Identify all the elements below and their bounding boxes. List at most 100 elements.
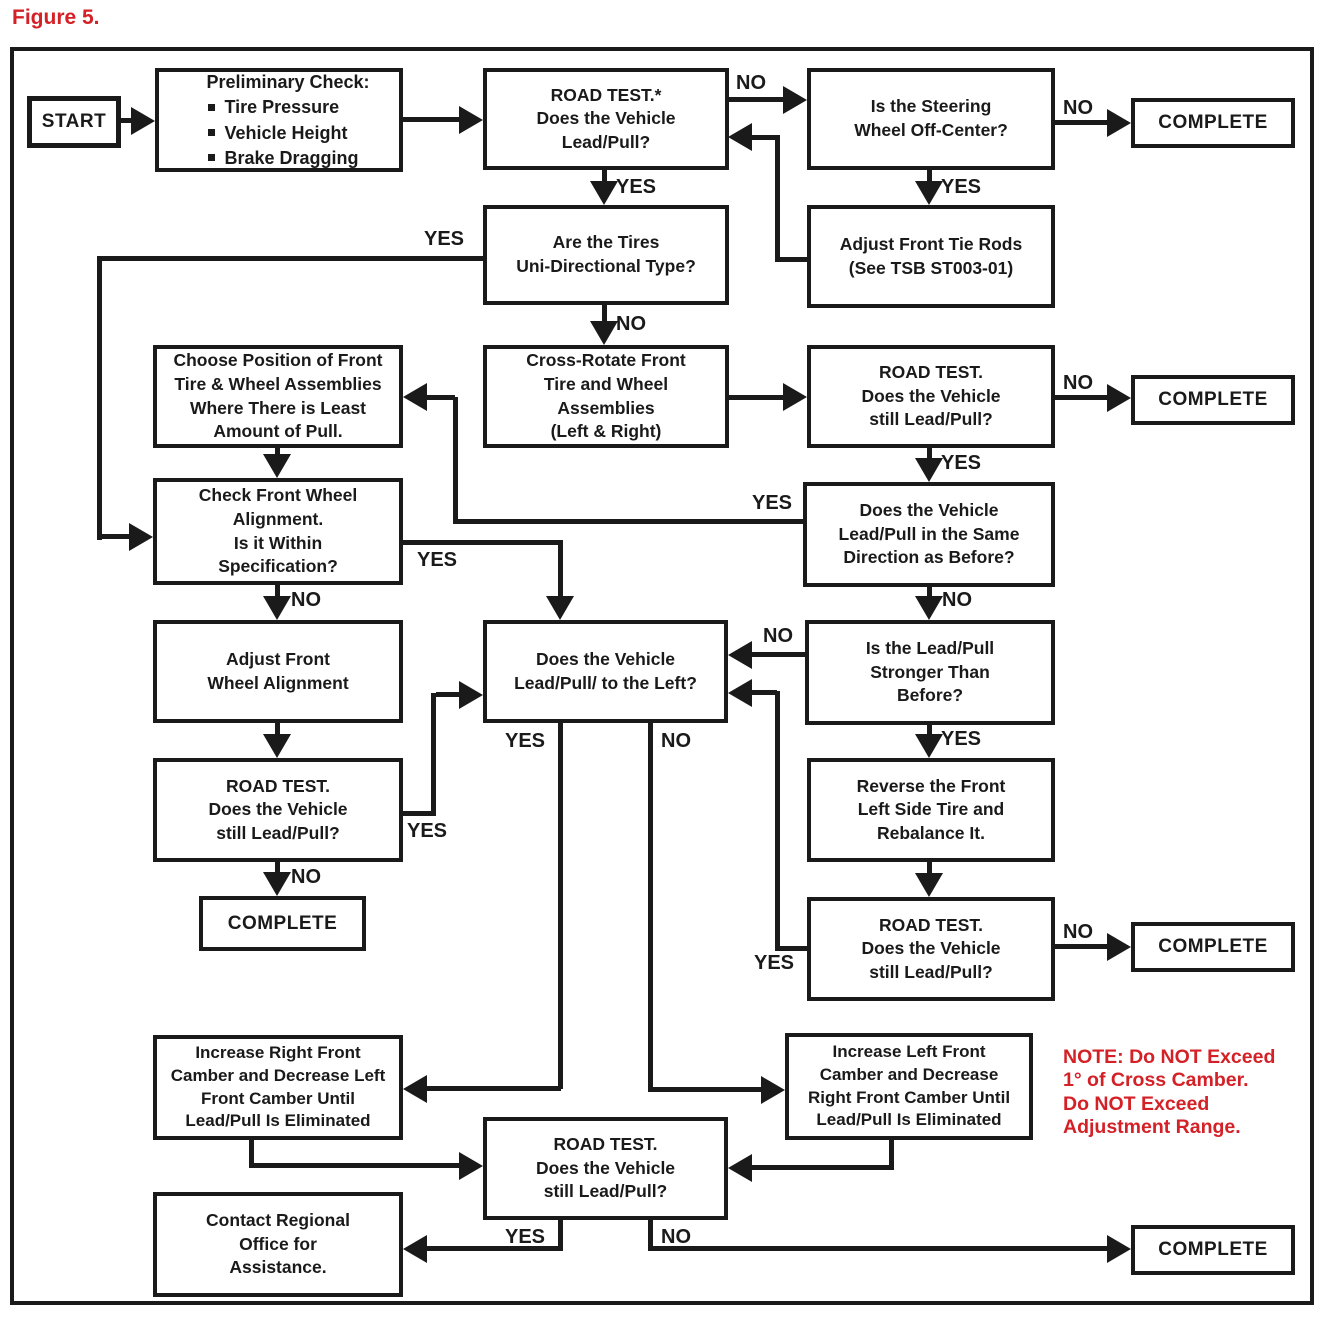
arrowhead-down	[263, 872, 291, 896]
connector-line	[775, 135, 780, 262]
connector-line	[455, 519, 805, 524]
connector-line	[249, 1140, 254, 1168]
connector-line	[436, 692, 461, 697]
edge-label-yes: YES	[616, 176, 657, 198]
preliminary-item-label: Brake Dragging	[224, 147, 359, 168]
camber-warning-note: NOTE: Do NOT Exceed 1° of Cross Camber. …	[1063, 1046, 1276, 1139]
node-increase-left-camber: Increase Left Front Camber and Decrease …	[785, 1033, 1033, 1140]
bullet-icon	[208, 154, 216, 162]
connector-line	[927, 587, 932, 600]
arrowhead-down	[590, 181, 618, 205]
connector-line	[121, 118, 135, 123]
preliminary-check-item: Tire Pressure	[206, 95, 369, 119]
connector-line	[403, 540, 563, 545]
node-adjust-alignment: Adjust Front Wheel Alignment	[153, 620, 403, 723]
connector-line	[927, 448, 932, 462]
edge-label-no: NO	[1063, 372, 1093, 394]
node-complete-1: COMPLETE	[1131, 98, 1295, 148]
node-complete-4: COMPLETE	[1131, 922, 1295, 972]
preliminary-item-label: Tire Pressure	[224, 97, 340, 118]
node-cross-rotate: Cross-Rotate Front Tire and Wheel Assemb…	[483, 345, 729, 448]
connector-line	[453, 397, 458, 524]
node-road-test-after-rotate: ROAD TEST. Does the Vehicle still Lead/P…	[807, 345, 1055, 448]
connector-line	[648, 1246, 1109, 1251]
edge-label-yes: YES	[754, 952, 795, 974]
node-road-test-after-reverse: ROAD TEST. Does the Vehicle still Lead/P…	[807, 897, 1055, 1001]
connector-line	[558, 542, 563, 600]
connector-line	[431, 693, 436, 816]
connector-line	[1055, 120, 1109, 125]
connector-line	[752, 1165, 894, 1170]
connector-line	[1055, 395, 1109, 400]
arrowhead-down	[546, 596, 574, 620]
edge-label-yes: YES	[941, 728, 982, 750]
preliminary-check-item: Brake Dragging	[206, 146, 369, 170]
arrowhead-down	[263, 454, 291, 478]
node-contact-regional: Contact Regional Office for Assistance.	[153, 1192, 403, 1297]
node-stronger-than-before: Is the Lead/Pull Stronger Than Before?	[805, 620, 1055, 725]
edge-label-yes: YES	[407, 820, 448, 842]
connector-line	[927, 862, 932, 877]
arrowhead-down	[590, 321, 618, 345]
connector-line	[927, 725, 932, 738]
edge-label-no: NO	[291, 866, 321, 888]
connector-line	[99, 534, 133, 539]
arrowhead-down	[915, 734, 943, 758]
edge-label-yes: YES	[424, 228, 465, 250]
edge-label-no: NO	[1063, 921, 1093, 943]
connector-line	[275, 585, 280, 599]
connector-line	[648, 1087, 765, 1092]
diagram-border	[10, 47, 1314, 1305]
connector-line	[1055, 944, 1109, 949]
arrowhead-right	[783, 86, 807, 114]
arrowhead-left	[728, 679, 752, 707]
connector-line	[648, 1220, 653, 1251]
connector-line	[777, 946, 807, 951]
node-same-direction: Does the Vehicle Lead/Pull in the Same D…	[803, 482, 1055, 587]
arrowhead-down	[915, 458, 943, 482]
preliminary-check-item: Vehicle Height	[206, 121, 369, 145]
preliminary-check-content: Preliminary Check: Tire Pressure Vehicle…	[188, 70, 369, 170]
arrowhead-down	[915, 873, 943, 897]
connector-line	[728, 395, 785, 400]
preliminary-check-title: Preliminary Check:	[206, 71, 370, 92]
connector-line	[775, 691, 780, 951]
connector-line	[558, 723, 563, 1089]
edge-label-no: NO	[616, 313, 646, 335]
arrowhead-right	[783, 383, 807, 411]
connector-line	[752, 652, 805, 657]
edge-label-no: NO	[736, 72, 766, 94]
arrowhead-left	[728, 641, 752, 669]
node-road-test-initial: ROAD TEST.* Does the Vehicle Lead/Pull?	[483, 68, 729, 170]
edge-label-no: NO	[942, 589, 972, 611]
connector-line	[889, 1140, 894, 1170]
connector-line	[403, 117, 461, 122]
edge-label-yes: YES	[505, 1226, 546, 1248]
node-road-test-camber: ROAD TEST. Does the Vehicle still Lead/P…	[483, 1117, 728, 1220]
edge-label-no: NO	[661, 730, 691, 752]
arrowhead-left	[403, 1235, 427, 1263]
arrowhead-right	[459, 106, 483, 134]
arrowhead-right	[1107, 933, 1131, 961]
edge-label-yes: YES	[941, 176, 982, 198]
arrowhead-right	[459, 1152, 483, 1180]
connector-line	[99, 256, 485, 261]
connector-line	[752, 690, 777, 695]
node-lead-pull-left: Does the Vehicle Lead/Pull/ to the Left?	[483, 620, 728, 723]
edge-label-no: NO	[1063, 97, 1093, 119]
arrowhead-right	[761, 1076, 785, 1104]
connector-line	[97, 256, 102, 540]
connector-line	[403, 811, 436, 816]
node-steering-off-center: Is the Steering Wheel Off-Center?	[807, 68, 1055, 170]
node-start: START	[27, 96, 121, 148]
connector-line	[427, 1246, 561, 1251]
connector-line	[427, 1086, 561, 1091]
node-complete-2: COMPLETE	[1131, 375, 1295, 425]
edge-label-no: NO	[661, 1226, 691, 1248]
connector-line	[558, 1220, 563, 1251]
figure-title: Figure 5.	[12, 6, 100, 29]
node-adjust-tie-rods: Adjust Front Tie Rods (See TSB ST003-01)	[807, 205, 1055, 308]
arrowhead-left	[728, 1154, 752, 1182]
connector-line	[275, 723, 280, 737]
edge-label-yes: YES	[505, 730, 546, 752]
